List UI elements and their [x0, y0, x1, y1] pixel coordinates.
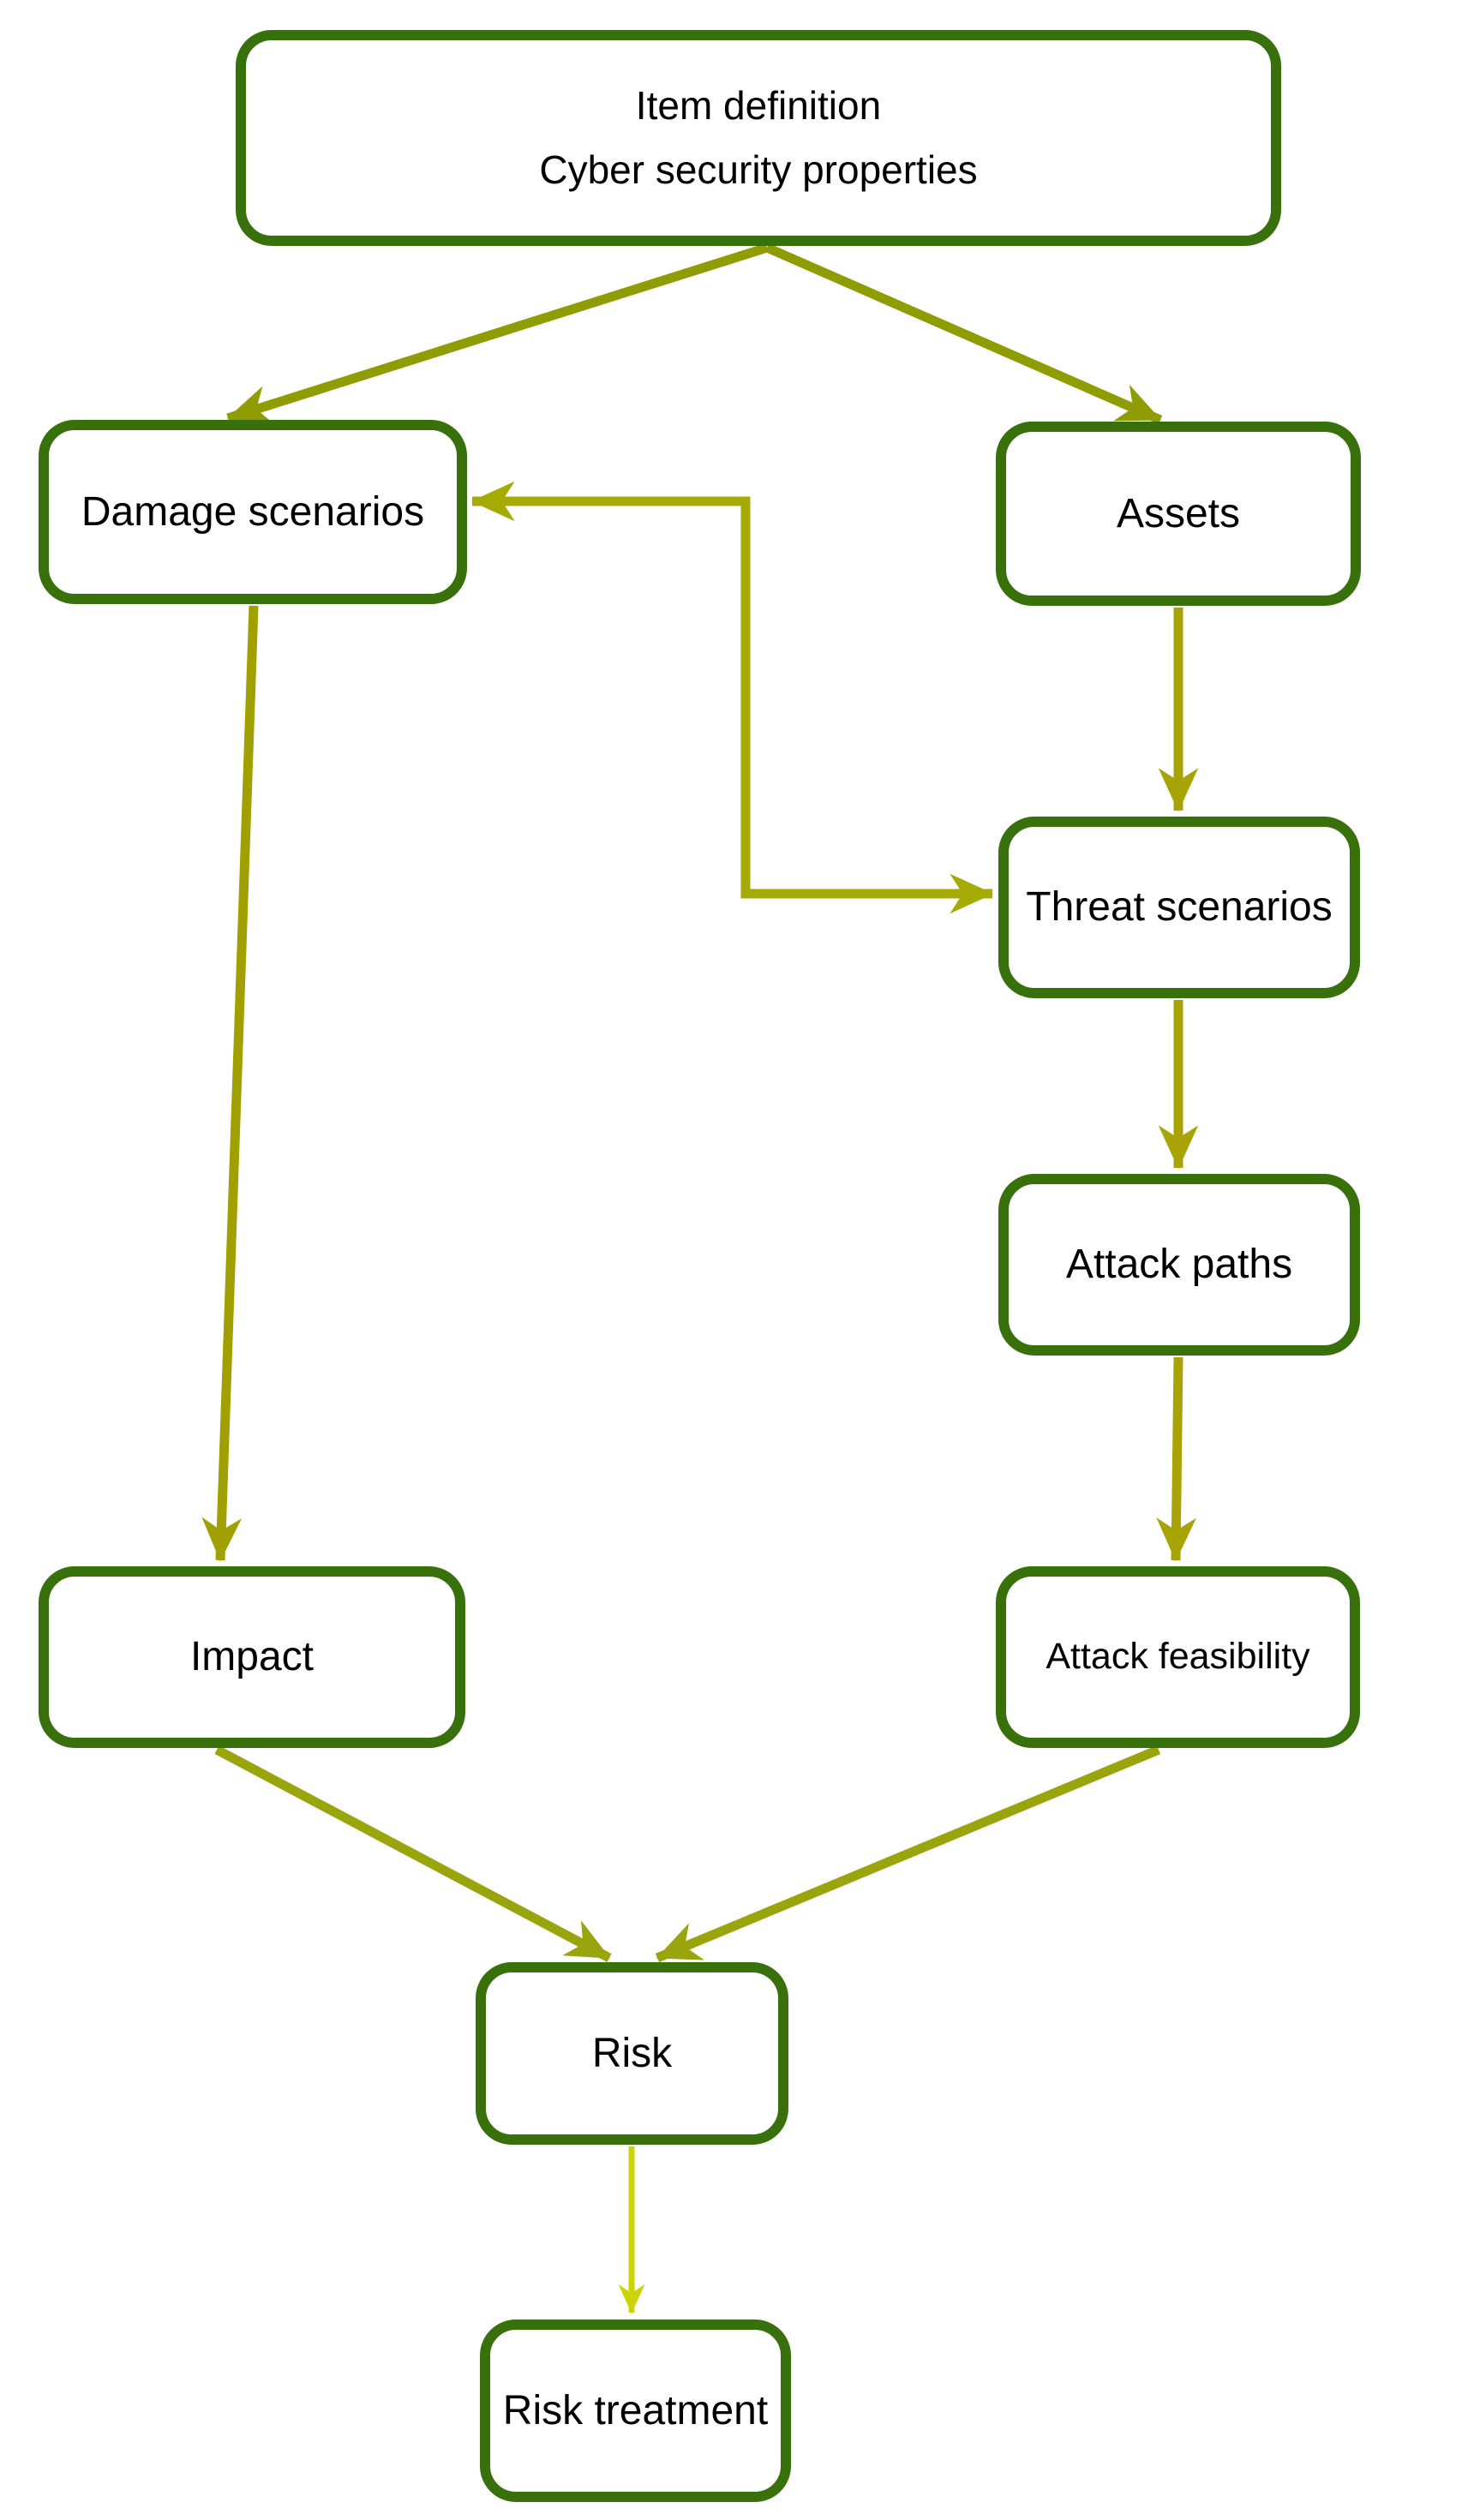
arrow-item-to-damage-scenarios	[226, 242, 769, 425]
node-label: Impact	[189, 1634, 315, 1680]
arrow-impact-to-risk	[214, 1745, 612, 1962]
arrow-item-to-assets	[764, 242, 1163, 425]
node-threat-scenarios: Threat scenarios	[998, 817, 1360, 998]
node-label-line1: Item definition	[635, 82, 882, 128]
node-label: Attack paths	[1065, 1242, 1293, 1288]
node-label: Threat scenarios	[1026, 884, 1333, 931]
node-impact: Impact	[39, 1566, 465, 1748]
node-assets: Assets	[996, 422, 1361, 606]
node-label: Risk	[591, 2030, 673, 2076]
node-risk: Risk	[476, 1962, 788, 2145]
node-label: Damage scenarios	[81, 488, 425, 535]
node-attack-paths: Attack paths	[998, 1174, 1360, 1356]
node-attack-feasibility: Attack feasibility	[996, 1566, 1360, 1748]
node-label-line2: Cyber security properties	[539, 147, 978, 192]
arrow-attack-paths-to-attack-feasibility	[1156, 1356, 1196, 1562]
arrow-attack-feasibility-to-risk	[655, 1745, 1161, 1963]
node-damage-scenarios: Damage scenarios	[39, 420, 467, 604]
arrow-damage-scenarios-to-impact	[201, 605, 259, 1562]
arrow-damage-threat-bidirectional	[470, 481, 994, 914]
node-label: Attack feasibility	[1046, 1636, 1310, 1678]
node-label: Assets	[1116, 490, 1241, 536]
node-label: Risk treatment	[502, 2387, 769, 2433]
node-item-definition: Item definition Cyber security propertie…	[236, 30, 1281, 246]
node-item-definition-label: Item definition Cyber security propertie…	[539, 82, 977, 194]
node-risk-treatment: Risk treatment	[480, 2319, 791, 2502]
